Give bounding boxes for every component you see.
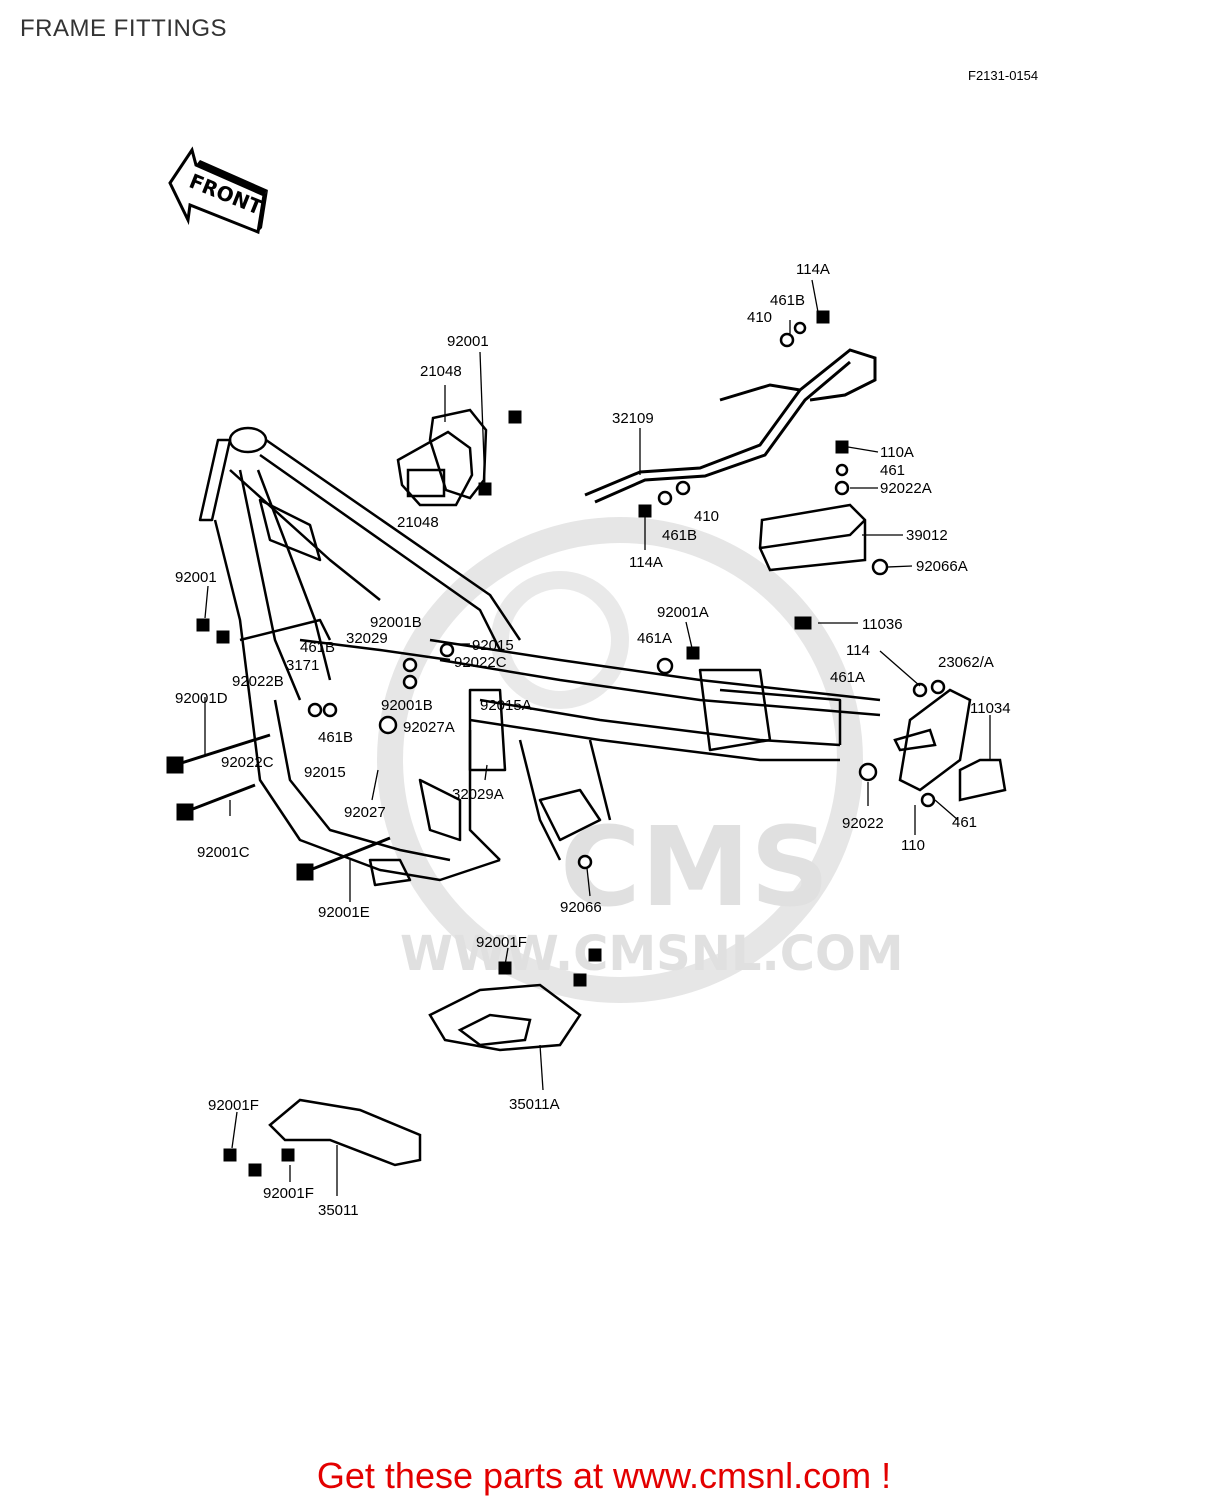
label-110A: 110A [880, 444, 914, 461]
label-92001F-b: 92001F [208, 1097, 259, 1114]
label-32109: 32109 [612, 410, 654, 427]
label-92015-b: 92015 [304, 764, 346, 781]
label-92001-left: 92001 [175, 569, 217, 586]
label-39012: 39012 [906, 527, 948, 544]
leader-lines [204, 279, 991, 1196]
watermark-url: WWW.CMSNL.COM [400, 926, 904, 982]
footrest-35011A [428, 983, 582, 1052]
front-arrow: FRONT [168, 146, 268, 235]
label-32029A: 32029A [452, 786, 504, 803]
label-92022C-a: 92022C [454, 654, 507, 671]
watermark: CMS WWW.CMSNL.COM [377, 517, 904, 1003]
exploded-diagram: CMS WWW.CMSNL.COM FRONT [166, 146, 1011, 1219]
label-461B-mid: 461B [662, 527, 697, 544]
label-114-right: 114 [846, 642, 870, 659]
label-114A-top: 114A [796, 261, 830, 278]
cta-link[interactable]: Get these parts at www.cmsnl.com ! [316, 1455, 892, 1496]
label-35011A: 35011A [509, 1096, 560, 1113]
label-92027: 92027 [344, 804, 386, 821]
label-92001A: 92001A [657, 604, 709, 621]
label-92022: 92022 [842, 815, 884, 832]
label-92001B-a: 92001B [370, 614, 422, 631]
label-114A-mid: 114A [629, 554, 663, 571]
label-32029: 32029 [346, 630, 388, 647]
label-92001C: 92001C [197, 844, 250, 861]
label-461B-left: 461B [300, 639, 335, 656]
label-92001D: 92001D [175, 690, 228, 707]
part-labels: 92001 21048 21048 114A 461B 410 32109 46… [175, 261, 1011, 1219]
label-11036: 11036 [862, 616, 903, 633]
label-461-right: 461 [880, 462, 905, 479]
bracket-32109 [584, 348, 877, 504]
frame [198, 426, 881, 887]
footrest-35011 [268, 1098, 422, 1167]
label-461B-low: 461B [318, 729, 353, 746]
label-92001F-a: 92001F [476, 934, 527, 951]
label-410-mid: 410 [694, 508, 719, 525]
label-461B-top: 461B [770, 292, 805, 309]
label-110: 110 [901, 837, 925, 854]
label-461-low: 461 [952, 814, 977, 831]
label-92022A: 92022A [880, 480, 932, 497]
plate-21048 [396, 408, 488, 507]
label-35011: 35011 [318, 1202, 359, 1219]
label-92015A: 92015A [480, 697, 532, 714]
label-92015-a: 92015 [472, 637, 514, 654]
bolts [166, 310, 849, 1177]
bracket-23062 [893, 688, 1007, 802]
watermark-brand: CMS [560, 803, 829, 931]
page-title: FRAME FITTINGS [20, 15, 227, 42]
label-92001B-b: 92001B [381, 697, 433, 714]
label-92022C-b: 92022C [221, 754, 274, 771]
label-461A-b: 461A [830, 669, 865, 686]
label-92001-top: 92001 [447, 333, 489, 350]
label-23062A: 23062/A [938, 654, 994, 671]
label-21048-b: 21048 [397, 514, 439, 531]
label-21048-a: 21048 [420, 363, 462, 380]
label-92022B: 92022B [232, 673, 284, 690]
label-92001F-c: 92001F [263, 1185, 314, 1202]
label-410-top: 410 [747, 309, 772, 326]
label-92001E: 92001E [318, 904, 370, 921]
box-39012 [758, 503, 867, 572]
label-3171: 3171 [286, 657, 319, 674]
label-92027A: 92027A [403, 719, 455, 736]
label-92066A: 92066A [916, 558, 968, 575]
label-92066: 92066 [560, 899, 602, 916]
washers [307, 321, 946, 870]
diagram-code: F2131-0154 [968, 68, 1039, 83]
label-11034: 11034 [970, 700, 1011, 717]
label-461A-a: 461A [637, 630, 672, 647]
